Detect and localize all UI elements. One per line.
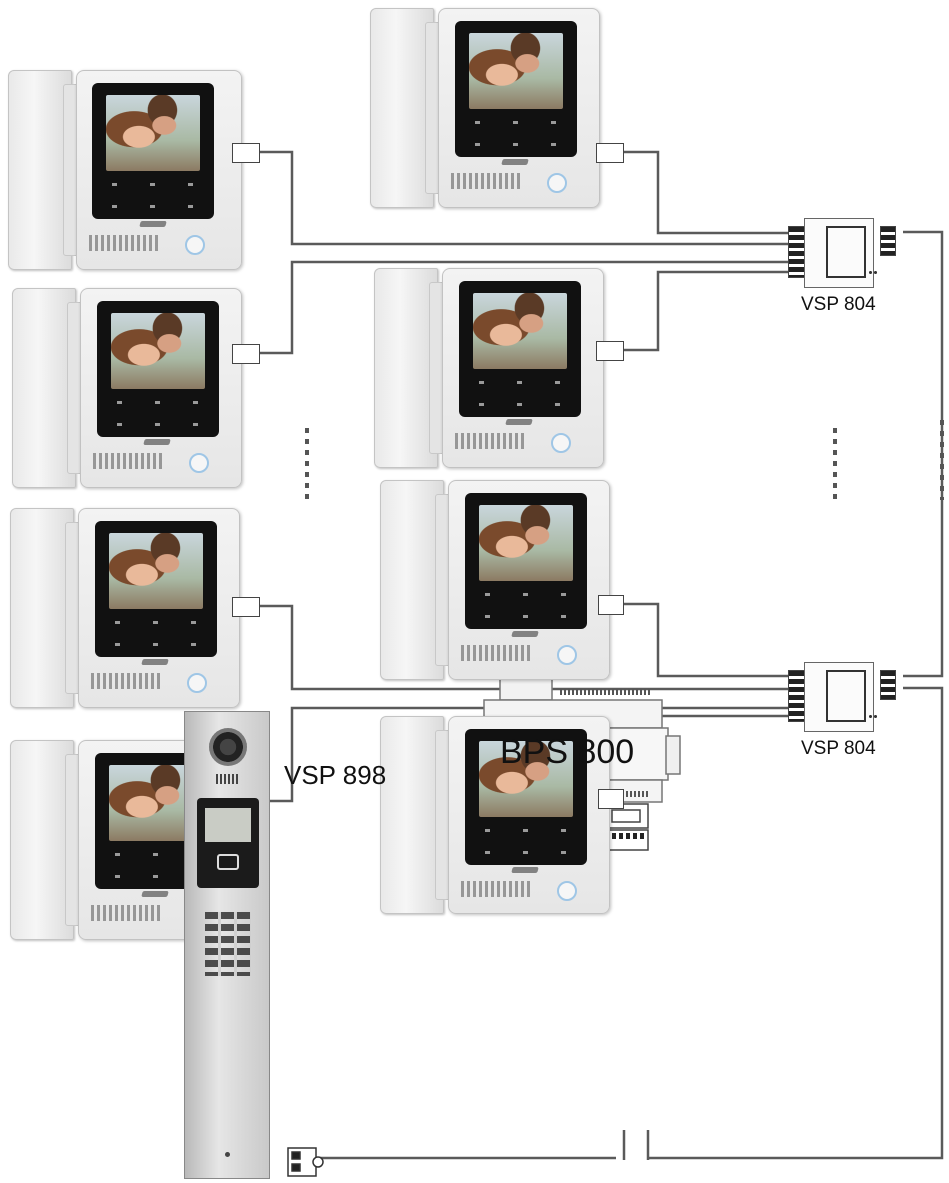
monitor-left-1	[8, 70, 242, 270]
wire-left1	[258, 150, 790, 246]
distributor-bottom	[788, 662, 908, 734]
ellipsis-left	[305, 428, 309, 500]
wire-center1	[622, 150, 790, 235]
wire-center2	[622, 270, 790, 352]
wire-center3	[622, 602, 790, 678]
wire-riser	[903, 230, 944, 678]
wire-bus	[648, 686, 944, 1160]
monitor-center-4	[380, 716, 610, 914]
power-supply-label: BPS 800	[500, 733, 635, 771]
monitor-left-3	[10, 508, 242, 708]
terminal-center-3	[598, 595, 624, 615]
distributor-top-label: VSP 804	[801, 294, 876, 315]
monitor-center-2	[374, 268, 606, 468]
monitor-left-2	[12, 288, 244, 488]
brand-logo	[139, 221, 167, 227]
monitor-center-1	[370, 8, 602, 208]
door-panel-terminal	[287, 1147, 324, 1177]
terminal-left-2	[232, 344, 260, 364]
door-panel	[184, 711, 270, 1179]
ellipsis-riser	[940, 420, 944, 500]
keypad	[205, 912, 251, 976]
camera-lens-icon	[209, 728, 247, 766]
wire-left2	[258, 260, 790, 355]
call-button-icon	[185, 235, 205, 255]
distributor-bottom-label: VSP 804	[801, 738, 876, 759]
door-panel-display	[205, 808, 251, 842]
terminal-left-1	[232, 143, 260, 163]
terminal-center-2	[596, 341, 624, 361]
speaker-grille	[216, 774, 240, 784]
terminal-left-3	[232, 597, 260, 617]
distributor-top	[788, 218, 908, 290]
monitor-center-3	[380, 480, 610, 680]
video-screen	[106, 95, 200, 171]
door-panel-label: VSP 898	[284, 760, 387, 790]
terminal-center-4	[598, 789, 624, 809]
terminal-center-1	[596, 143, 624, 163]
ellipsis-right	[833, 428, 837, 500]
